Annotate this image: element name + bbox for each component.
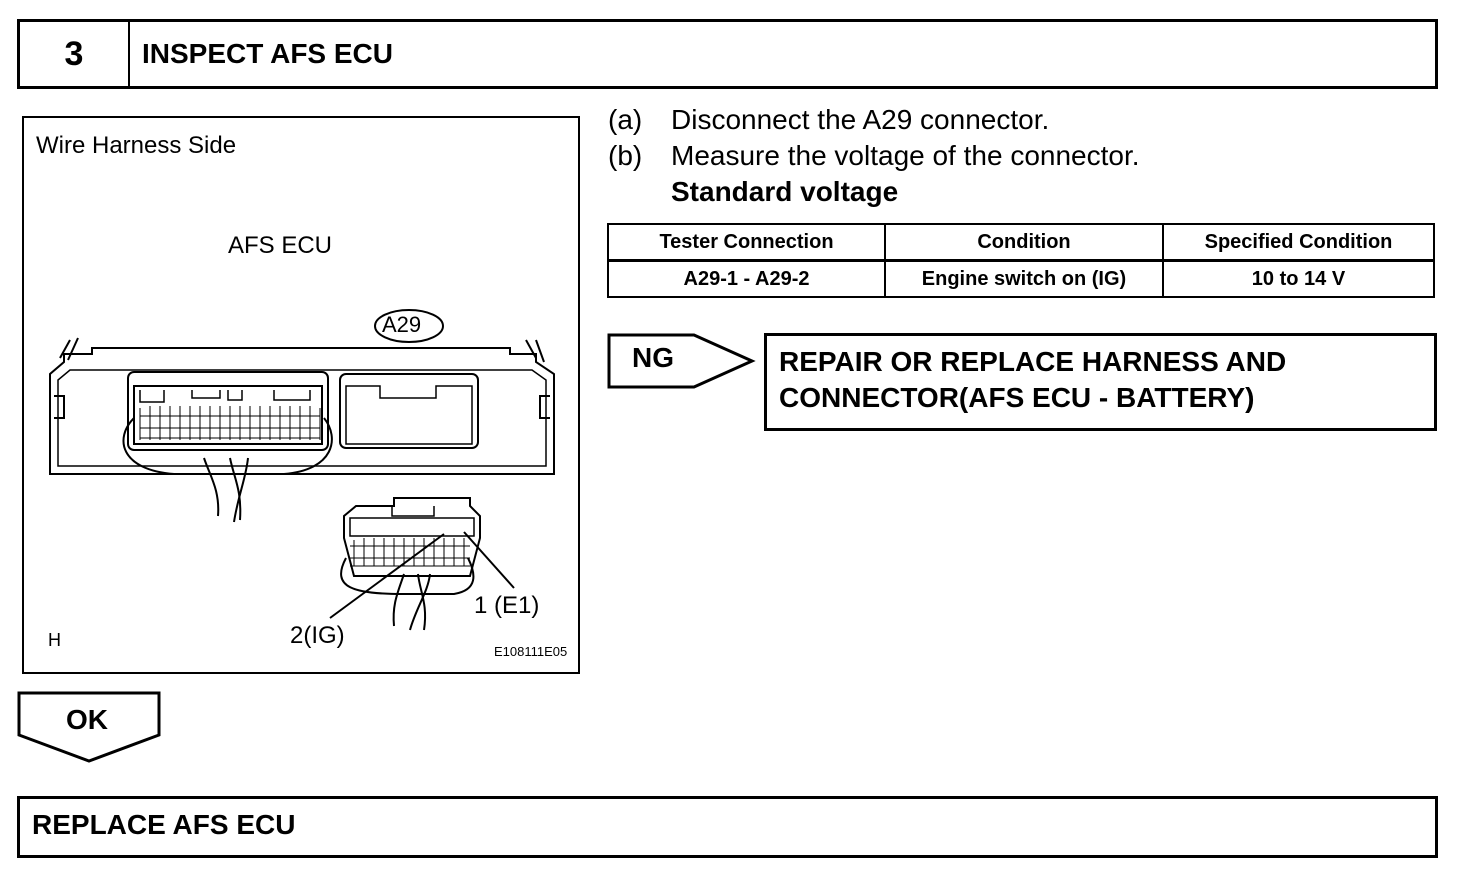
ng-label: NG [632, 342, 674, 373]
cell-condition: Engine switch on (IG) [884, 259, 1164, 298]
ecu-label: AFS ECU [228, 232, 333, 259]
figure-code: E108111E05 [494, 644, 568, 659]
ng-arrow [607, 333, 756, 389]
ok-action-box: REPLACE AFS ECU [17, 796, 1438, 858]
ok-action-text: REPLACE AFS ECU [32, 809, 296, 840]
instruction-b-label: (b) [608, 140, 643, 171]
instruction-b: (b) Measure the voltage of the connector… [608, 140, 1428, 176]
ng-action-box: REPAIR OR REPLACE HARNESS AND CONNECTOR(… [764, 333, 1437, 431]
instruction-b-text: Measure the voltage of the connector. [671, 140, 1140, 171]
ng-action-line-1: REPAIR OR REPLACE HARNESS AND [779, 346, 1287, 377]
col-header-specified-condition: Specified Condition [1162, 223, 1435, 262]
instruction-a-text: Disconnect the A29 connector. [671, 104, 1050, 135]
wire-harness-side-label: Wire Harness Side [36, 132, 237, 159]
ok-arrow [17, 691, 161, 763]
col-header-tester-connection: Tester Connection [607, 223, 886, 262]
instruction-a-label: (a) [608, 104, 643, 135]
standard-voltage-heading: Standard voltage [671, 176, 899, 207]
connector-figure: Wire Harness Side AFS ECU [22, 116, 580, 674]
connector-a29-label: A29 [382, 312, 422, 337]
spec-table: Tester Connection Condition Specified Co… [607, 223, 1435, 298]
step-title: INSPECT AFS ECU [142, 38, 393, 69]
instruction-a: (a) Disconnect the A29 connector. [608, 104, 1428, 140]
pin-ig-label: 2(IG) [290, 622, 345, 649]
step-number: 3 [20, 22, 130, 86]
col-header-condition: Condition [884, 223, 1164, 262]
cell-specified-condition: 10 to 14 V [1162, 259, 1435, 298]
ng-action-line-2: CONNECTOR(AFS ECU - BATTERY) [779, 382, 1255, 413]
cell-tester-connection: A29-1 - A29-2 [607, 259, 886, 298]
corner-label: H [48, 630, 61, 650]
table-row: A29-1 - A29-2 Engine switch on (IG) 10 t… [607, 259, 1435, 298]
connector-drawing [49, 309, 555, 631]
ok-label: OK [66, 704, 108, 735]
table-header-row: Tester Connection Condition Specified Co… [607, 223, 1435, 262]
pin-e1-label: 1 (E1) [474, 592, 540, 619]
step-header: 3 INSPECT AFS ECU [17, 19, 1438, 89]
